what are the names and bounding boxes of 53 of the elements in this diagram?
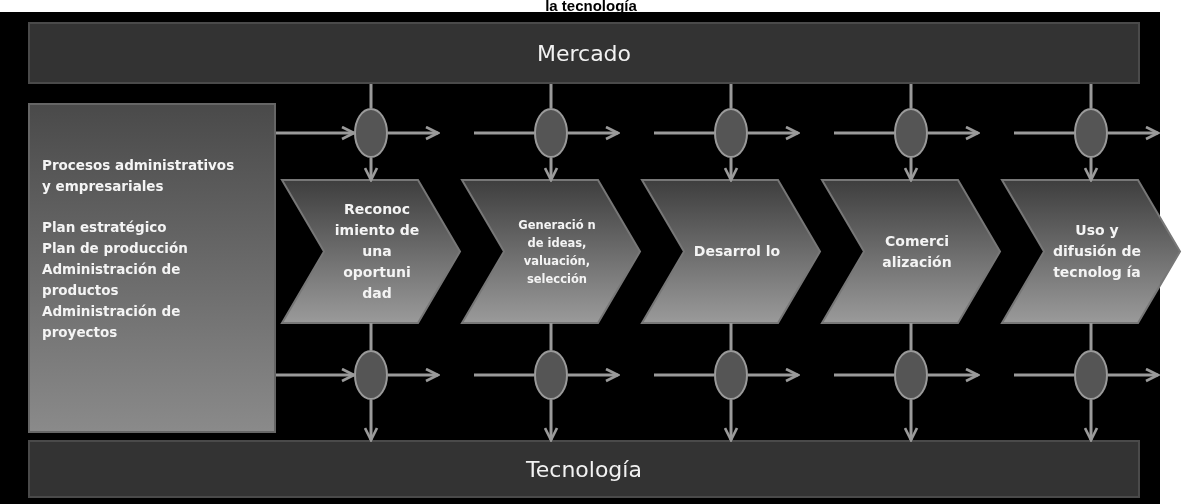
list-item: Plan estratégico [42, 218, 168, 237]
step-label: Uso y difusión de tecnolog ía [1053, 221, 1141, 282]
ellipse-node [534, 108, 568, 158]
ellipse-node [894, 350, 928, 400]
ellipse-node [354, 108, 388, 158]
arrow [543, 400, 559, 442]
header-band [28, 22, 1140, 84]
arrow [363, 158, 379, 182]
arrow [1083, 158, 1099, 182]
list-item: Administración de proyectos [42, 302, 182, 342]
arrow [1108, 367, 1160, 383]
band-title: Tecnología [526, 456, 642, 482]
step-label: Comerci alización [881, 231, 953, 272]
ellipse-node [354, 350, 388, 400]
arrow [748, 367, 800, 383]
arrow [748, 125, 800, 141]
arrow [543, 158, 559, 182]
arrow [903, 158, 919, 182]
arrow [568, 367, 620, 383]
ellipse-node [1074, 108, 1108, 158]
list-item: Administración de productos [42, 260, 182, 300]
arrow [388, 125, 440, 141]
ellipse-node [714, 108, 748, 158]
arrow [276, 125, 356, 141]
band-title: Mercado [536, 40, 632, 66]
ellipse-node [894, 108, 928, 158]
arrow [1083, 400, 1099, 442]
step-label: Generació n de ideas, valuación, selección [517, 216, 597, 288]
arrow [1108, 125, 1160, 141]
info-panel [28, 103, 276, 433]
ellipse-node [714, 350, 748, 400]
chevron-step [282, 180, 460, 323]
arrow [928, 125, 980, 141]
panel-heading: Procesos administrativos y empresariales [42, 156, 236, 196]
arrow [363, 400, 379, 442]
arrow [568, 125, 620, 141]
arrow [276, 367, 356, 383]
step-label: Desarrol lo [693, 242, 781, 261]
arrow [723, 158, 739, 182]
chevron-step [822, 180, 1000, 323]
chevron-step [642, 180, 820, 323]
step-label: Reconoc imiento de una oportuni dad [333, 200, 421, 303]
arrow [903, 400, 919, 442]
arrow [928, 367, 980, 383]
arrow [723, 400, 739, 442]
arrow [388, 367, 440, 383]
ellipse-node [1074, 350, 1108, 400]
list-item: Plan de producción [42, 239, 189, 258]
diagram-title: la tecnología [544, 0, 638, 14]
chevron-step [1002, 180, 1180, 323]
ellipse-node [534, 350, 568, 400]
chevron-step [462, 180, 640, 323]
footer-band [28, 440, 1140, 498]
